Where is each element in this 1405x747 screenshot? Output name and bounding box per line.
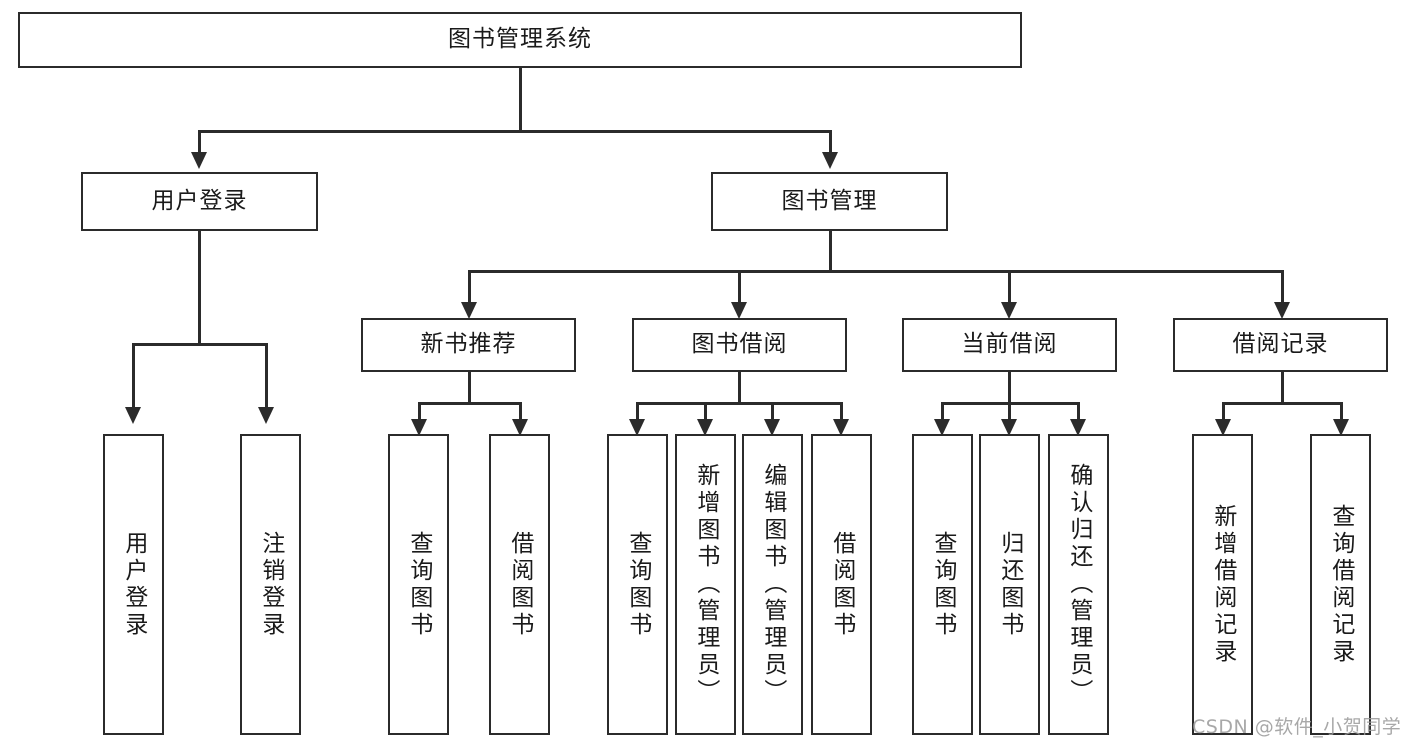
connector-new-book-recommend-drop-2 xyxy=(519,402,522,422)
connector-borrow-record-bus xyxy=(1222,402,1342,405)
connector-book-borrow-drop-1 xyxy=(636,402,639,422)
node-leaf-edit-book-label: 编辑图书（管理员） xyxy=(759,463,786,706)
connector-root-bus xyxy=(198,130,832,133)
node-current-borrow-label: 当前借阅 xyxy=(961,331,1058,358)
connector-book-borrow-drop-3 xyxy=(771,402,774,422)
node-leaf-query-book-2-label: 查询图书 xyxy=(624,530,651,639)
node-user-login-label: 用户登录 xyxy=(151,187,248,214)
node-leaf-confirm-return-label: 确认归还（管理员） xyxy=(1065,463,1092,706)
node-leaf-query-record[interactable]: 查询借阅记录 xyxy=(1310,434,1371,735)
connector-user-login-drop-2 xyxy=(265,343,268,409)
node-leaf-query-book-1[interactable]: 查询图书 xyxy=(388,434,449,735)
connector-root-to-book-manage xyxy=(829,130,832,154)
node-leaf-query-book-1-label: 查询图书 xyxy=(405,530,432,639)
arrowhead-current-borrow xyxy=(1001,302,1017,319)
node-book-manage-label: 图书管理 xyxy=(781,187,878,214)
node-leaf-add-record[interactable]: 新增借阅记录 xyxy=(1192,434,1253,735)
arrowhead-new-book-recommend xyxy=(461,302,477,319)
node-root[interactable]: 图书管理系统 xyxy=(18,12,1022,68)
node-root-label: 图书管理系统 xyxy=(448,26,592,53)
connector-current-borrow-drop-3 xyxy=(1077,402,1080,422)
connector-new-book-recommend-bus xyxy=(418,402,521,405)
connector-new-book-recommend-stem xyxy=(468,372,471,404)
node-leaf-confirm-return[interactable]: 确认归还（管理员） xyxy=(1048,434,1109,735)
connector-book-manage-drop-1 xyxy=(468,270,471,304)
arrowhead-leaf-edit-book xyxy=(764,419,780,436)
node-leaf-query-record-label: 查询借阅记录 xyxy=(1327,503,1354,666)
connector-book-borrow-bus xyxy=(636,402,843,405)
arrowhead-leaf-confirm-return xyxy=(1070,419,1086,436)
node-borrow-record[interactable]: 借阅记录 xyxy=(1173,318,1388,372)
node-new-book-recommend[interactable]: 新书推荐 xyxy=(361,318,576,372)
node-leaf-borrow-book-2[interactable]: 借阅图书 xyxy=(811,434,872,735)
node-leaf-logout-label: 注销登录 xyxy=(257,530,284,639)
connector-book-borrow-stem xyxy=(738,372,741,404)
connector-book-borrow-drop-4 xyxy=(840,402,843,422)
connector-user-login-stem xyxy=(198,231,201,345)
node-leaf-query-book-2[interactable]: 查询图书 xyxy=(607,434,668,735)
node-leaf-user-login[interactable]: 用户登录 xyxy=(103,434,164,735)
connector-book-manage-stem xyxy=(829,231,832,272)
connector-book-manage-drop-2 xyxy=(738,270,741,304)
node-leaf-add-book[interactable]: 新增图书（管理员） xyxy=(675,434,736,735)
connector-user-login-drop-1 xyxy=(132,343,135,409)
node-leaf-return-book[interactable]: 归还图书 xyxy=(979,434,1040,735)
arrowhead-leaf-query-book-3 xyxy=(934,419,950,436)
node-book-borrow[interactable]: 图书借阅 xyxy=(632,318,847,372)
node-book-manage[interactable]: 图书管理 xyxy=(711,172,948,231)
watermark-text: CSDN @软件_小贺同学 xyxy=(1192,716,1402,738)
arrowhead-leaf-add-book xyxy=(697,419,713,436)
node-leaf-return-book-label: 归还图书 xyxy=(996,530,1023,639)
connector-book-manage-drop-4 xyxy=(1281,270,1284,304)
connector-current-borrow-drop-1 xyxy=(941,402,944,422)
arrowhead-leaf-user-login xyxy=(125,407,141,424)
node-leaf-query-book-3[interactable]: 查询图书 xyxy=(912,434,973,735)
node-user-login[interactable]: 用户登录 xyxy=(81,172,318,231)
arrowhead-leaf-query-book-1 xyxy=(411,419,427,436)
node-leaf-add-record-label: 新增借阅记录 xyxy=(1209,503,1236,666)
node-book-borrow-label: 图书借阅 xyxy=(691,331,788,358)
arrowhead-user-login xyxy=(191,152,207,169)
arrowhead-leaf-borrow-book-1 xyxy=(512,419,528,436)
arrowhead-book-manage xyxy=(822,152,838,169)
node-current-borrow[interactable]: 当前借阅 xyxy=(902,318,1117,372)
connector-borrow-record-stem xyxy=(1281,372,1284,404)
node-leaf-edit-book[interactable]: 编辑图书（管理员） xyxy=(742,434,803,735)
connector-book-manage-drop-3 xyxy=(1008,270,1011,304)
node-new-book-recommend-label: 新书推荐 xyxy=(420,331,517,358)
node-borrow-record-label: 借阅记录 xyxy=(1232,331,1329,358)
node-leaf-query-book-3-label: 查询图书 xyxy=(929,530,956,639)
connector-borrow-record-drop-2 xyxy=(1340,402,1343,422)
arrowhead-leaf-query-record xyxy=(1333,419,1349,436)
arrowhead-leaf-add-record xyxy=(1215,419,1231,436)
arrowhead-leaf-logout xyxy=(258,407,274,424)
node-leaf-borrow-book-1[interactable]: 借阅图书 xyxy=(489,434,550,735)
node-leaf-user-login-label: 用户登录 xyxy=(120,530,147,639)
arrowhead-book-borrow xyxy=(731,302,747,319)
node-leaf-logout[interactable]: 注销登录 xyxy=(240,434,301,735)
arrowhead-borrow-record xyxy=(1274,302,1290,319)
connector-new-book-recommend-drop-1 xyxy=(418,402,421,422)
connector-user-login-bus xyxy=(132,343,267,346)
connector-root-stem xyxy=(519,68,522,132)
node-leaf-borrow-book-1-label: 借阅图书 xyxy=(506,530,533,639)
connector-book-manage-bus xyxy=(468,270,1283,273)
connector-borrow-record-drop-1 xyxy=(1222,402,1225,422)
connector-current-borrow-drop-2 xyxy=(1008,402,1011,422)
connector-root-to-user-login xyxy=(198,130,201,154)
node-leaf-add-book-label: 新增图书（管理员） xyxy=(692,463,719,706)
connector-current-borrow-stem xyxy=(1008,372,1011,404)
connector-book-borrow-drop-2 xyxy=(704,402,707,422)
arrowhead-leaf-borrow-book-2 xyxy=(833,419,849,436)
arrowhead-leaf-query-book-2 xyxy=(629,419,645,436)
node-leaf-borrow-book-2-label: 借阅图书 xyxy=(828,530,855,639)
arrowhead-leaf-return-book xyxy=(1001,419,1017,436)
